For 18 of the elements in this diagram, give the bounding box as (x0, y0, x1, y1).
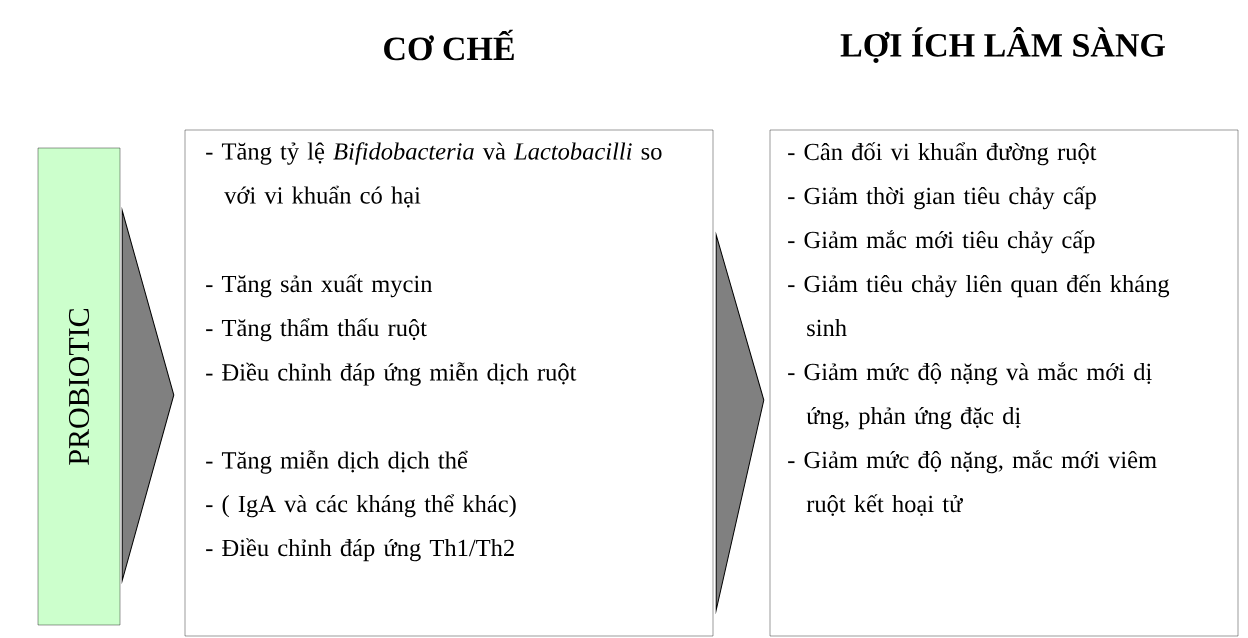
list-item: - Điều chỉnh đáp ứng Th1/Th2 (206, 538, 514, 562)
list-item: - Giảm tiêu chảy liên quan đến kháng sinh (788, 274, 1170, 337)
list-item: - Tăng sản xuất mycin (206, 274, 433, 298)
list-item: - Giảm thời gian tiêu chảy cấp (788, 186, 1096, 210)
column-heading: LỢI ÍCH LÂM SÀNG (840, 26, 1165, 64)
list-item: - Cân đối vi khuẩn đường ruột (788, 142, 1097, 166)
arrow (121, 210, 175, 581)
list-item: - Giảm mức độ nặng và mắc mới dị ứng, phản ứng đặc dị (788, 362, 1152, 430)
list-item: - Điều chỉnh đáp ứng miễn dịch ruột (206, 362, 577, 386)
arrow (715, 234, 765, 611)
list-item: - Tăng tỷ lệ Bifidobacteria và Lactobacilli so với vi khuẩn có hại (206, 142, 662, 208)
list-item: - ( IgA và các kháng thể khác) (206, 494, 516, 518)
list-item: - Giảm mức độ nặng, mắc mới viêm ruột kết hoại tử (788, 450, 1157, 516)
list-item: - Giảm mắc mới tiêu chảy cấp (788, 230, 1095, 254)
column-heading: CƠ CHẾ (384, 29, 514, 61)
list-item: - Tăng miễn dịch dịch thể (206, 450, 468, 474)
label-box: PROBIOTIC (37, 147, 121, 626)
list-item: - Tăng thẩm thấu ruột (206, 318, 427, 342)
